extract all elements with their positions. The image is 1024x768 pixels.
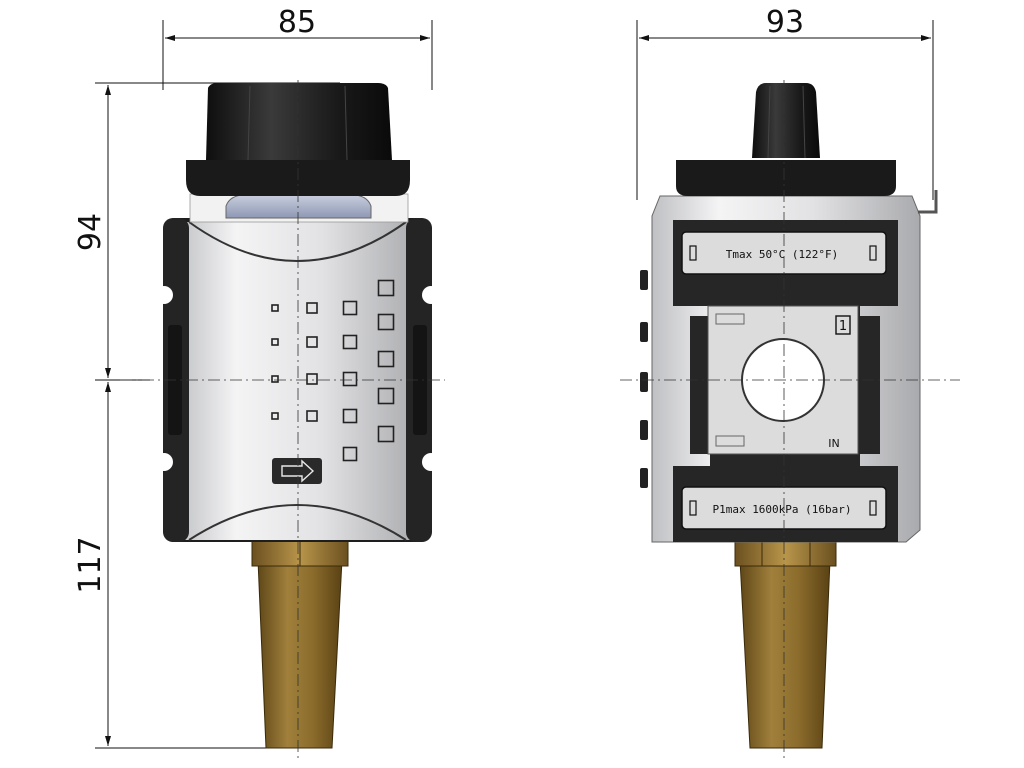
front-dot xyxy=(342,371,358,387)
center-lines xyxy=(120,80,960,760)
dim-side-width: 93 xyxy=(766,5,804,40)
front-dot xyxy=(342,334,358,350)
front-dot xyxy=(306,410,318,422)
side-view: Tmax 50°C (122°F) P1max 1600kPa (16bar) … xyxy=(640,83,938,749)
side-hex-nut xyxy=(734,539,837,567)
front-dot xyxy=(271,304,279,312)
flow-direction-arrow xyxy=(272,458,322,484)
front-dot-grid xyxy=(271,279,395,462)
front-dot xyxy=(271,375,279,383)
front-dot xyxy=(377,350,395,368)
dim-front-width: 85 xyxy=(278,5,316,40)
front-dot xyxy=(342,446,358,462)
front-dot xyxy=(306,336,318,348)
front-dot xyxy=(377,425,395,443)
pressure-rating: P1max 1600kPa (16bar) xyxy=(712,503,851,516)
dimension-lines xyxy=(95,20,934,749)
temperature-rating: Tmax 50°C (122°F) xyxy=(726,248,839,261)
port-direction: IN xyxy=(828,437,839,450)
front-view xyxy=(155,83,440,749)
side-knob xyxy=(752,83,820,158)
front-dot xyxy=(306,373,318,385)
dim-lower-height: 117 xyxy=(73,536,108,593)
dim-upper-height: 94 xyxy=(73,213,108,251)
front-dot xyxy=(377,387,395,405)
front-dot xyxy=(271,412,279,420)
side-bronze-tube xyxy=(739,559,831,749)
front-dot xyxy=(377,313,395,331)
front-dot xyxy=(271,338,279,346)
front-dot xyxy=(377,279,395,297)
front-knob xyxy=(206,83,392,160)
front-sight-window xyxy=(225,194,372,219)
front-dot xyxy=(306,302,318,314)
front-bronze-tube xyxy=(257,559,343,749)
front-dot xyxy=(342,300,358,316)
port-number: 1 xyxy=(839,319,847,334)
front-dot xyxy=(342,408,358,424)
